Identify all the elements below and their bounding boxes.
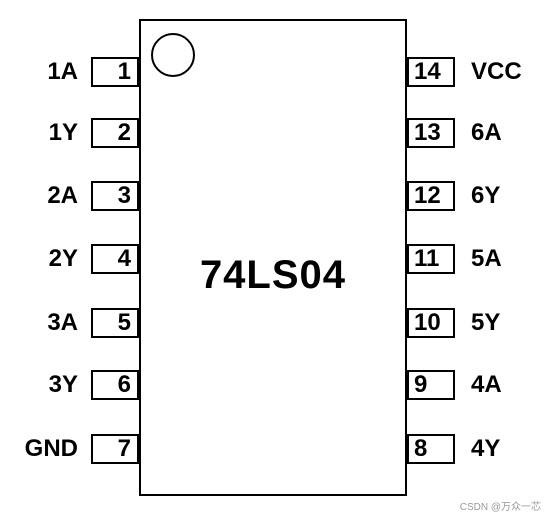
pin-number-box: 11: [407, 244, 455, 274]
pin-label: 6Y: [471, 182, 501, 209]
pin-label: 2Y: [48, 245, 78, 272]
pin-label: GND: [24, 435, 78, 462]
pin-number-box: 12: [407, 181, 455, 211]
pin-number-box: 8: [407, 434, 455, 464]
ic-package-body: 74LS04: [139, 19, 407, 496]
source-watermark: CSDN @万众一芯: [459, 502, 541, 513]
pin-label: 3Y: [48, 371, 78, 398]
pin-label: 1A: [47, 58, 78, 85]
pin-label: 3A: [47, 309, 78, 336]
chip-part-number: 74LS04: [199, 253, 347, 297]
pin-number-box: 5: [91, 308, 139, 338]
pin-number-box: 4: [91, 244, 139, 274]
pin-number-box: 13: [407, 118, 455, 148]
pin-number-box: 10: [407, 308, 455, 338]
pin-number-box: 9: [407, 370, 455, 400]
pin-label: 5Y: [471, 309, 501, 336]
pin1-notch-circle: [151, 33, 195, 77]
pin-number-box: 7: [91, 434, 139, 464]
pin-number-box: 14: [407, 57, 455, 87]
pin-label: 2A: [47, 182, 78, 209]
pin-label: 6A: [471, 119, 502, 146]
pin-number-box: 6: [91, 370, 139, 400]
pin-number-box: 2: [91, 118, 139, 148]
pin-label: 4A: [471, 371, 502, 398]
pin-number-box: 1: [91, 57, 139, 87]
pin-label: 4Y: [471, 435, 501, 462]
pin-number-box: 3: [91, 181, 139, 211]
pin-label: VCC: [471, 58, 522, 85]
pin-label: 1Y: [48, 119, 78, 146]
pin-label: 5A: [471, 245, 502, 272]
